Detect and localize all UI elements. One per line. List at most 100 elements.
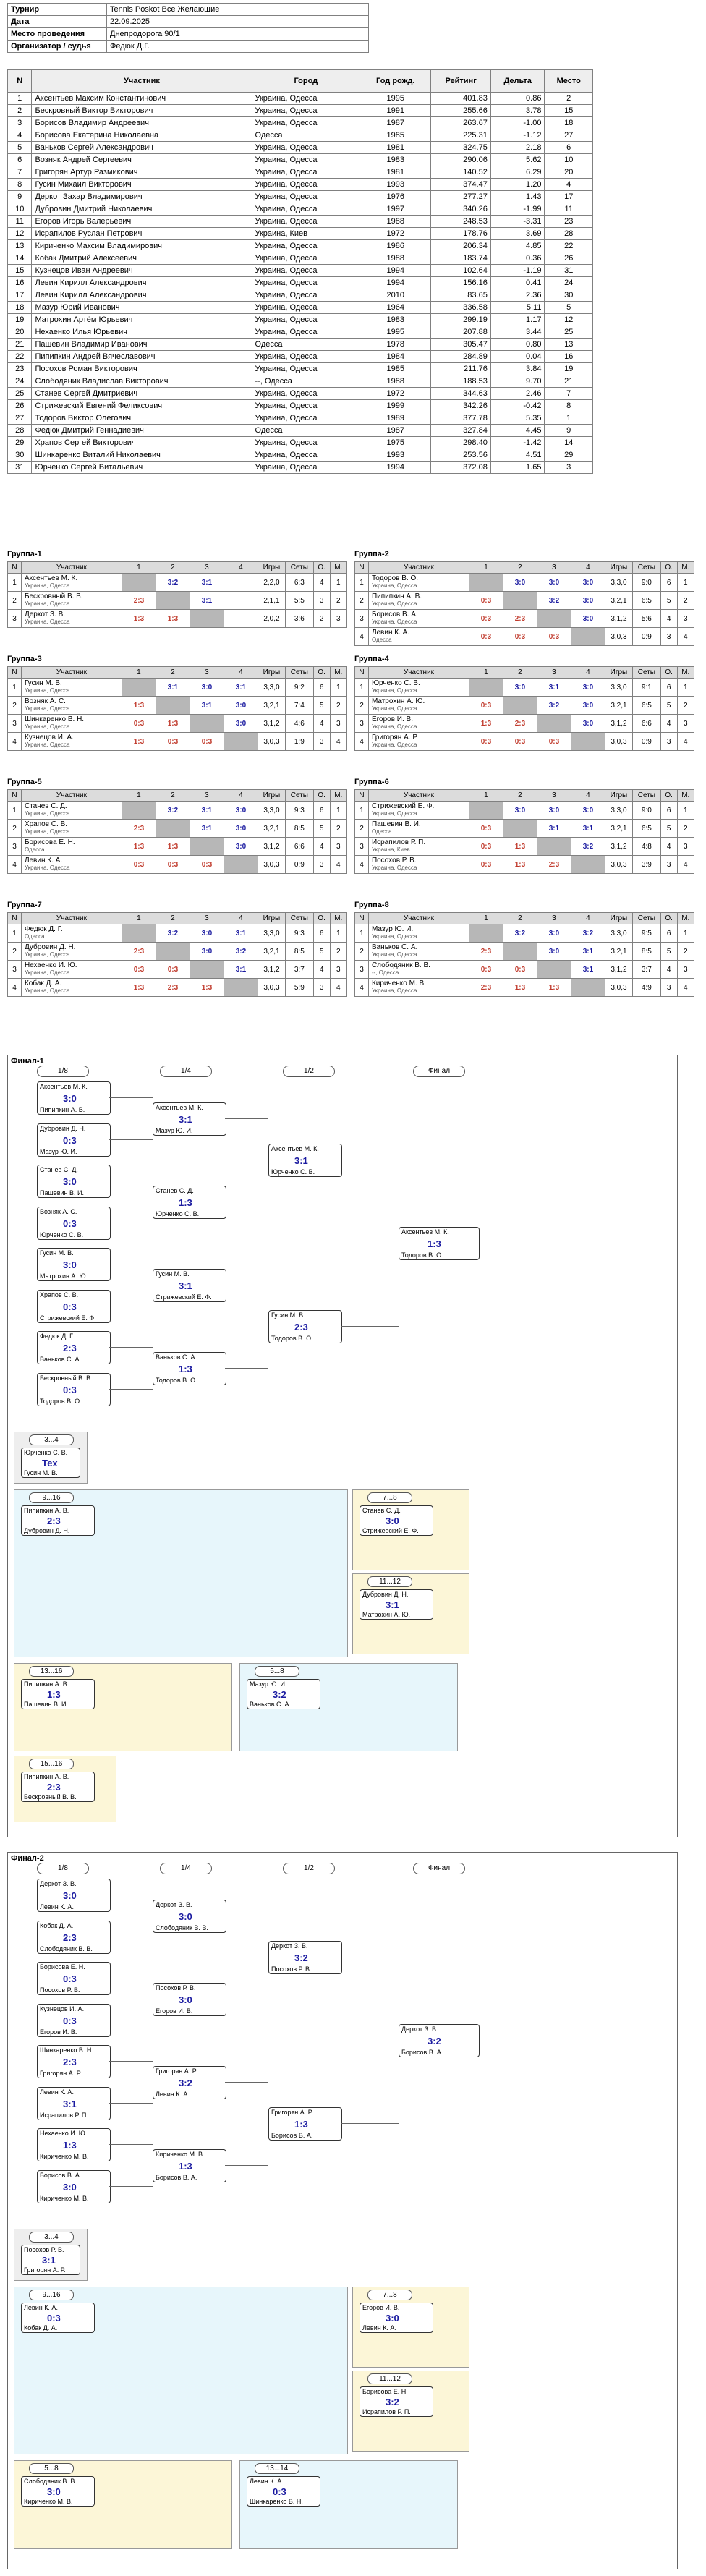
group-cell-n: 3 [7, 837, 22, 856]
group-player: Левин К. А.Одесса [367, 627, 469, 646]
group-place: 1 [676, 801, 695, 820]
match-score: 0:3 [63, 1973, 77, 1984]
match-player-1: Левин К. А. [250, 2478, 284, 2485]
group-score: 1:3 [468, 714, 503, 733]
group-cell-n: 3 [7, 609, 22, 628]
player-cell: 255.66 [430, 104, 491, 117]
players-header-cell: Год рожд. [360, 69, 432, 93]
round-label: 1/4 [160, 1066, 212, 1077]
group-games: 3,2,1 [257, 696, 286, 715]
group-place: 3 [676, 960, 695, 979]
group-score: 0:3 [468, 591, 503, 610]
group-player: Кириченко М. В.Украина, Одесса [367, 978, 469, 997]
player-cell: 377.78 [430, 412, 491, 425]
group-score: 0:3 [468, 696, 503, 715]
match-score: 1:3 [63, 2140, 77, 2151]
placement-match: Слободяник В. В.Кириченко М. В.3:0 [21, 2476, 95, 2507]
group-header-cell: 3 [536, 912, 571, 924]
group-header-cell: Сеты [631, 789, 661, 802]
group-player-name: Мазур Ю. И. [371, 925, 414, 933]
group-score: 1:3 [121, 696, 156, 715]
r16-match: Борисова Е. Н.Посохов Р. В.0:3 [37, 1962, 111, 1995]
match-player-2: Юрченко С. В. [40, 1230, 84, 1238]
match-player-1: Пипипкин А. В. [24, 1507, 69, 1514]
group-score: 3:0 [570, 801, 605, 820]
match-score: Тех [42, 1458, 58, 1468]
player-cell: 1.65 [490, 461, 545, 474]
players-header-cell: Участник [31, 69, 252, 93]
placement-match: Пипипкин А. В.Бескровный В. В.2:3 [21, 1772, 95, 1802]
group-score: 3:1 [536, 819, 571, 838]
player-cell: Украина, Одесса [251, 301, 361, 314]
group-player-name: Пашевин В. И. [371, 820, 421, 828]
match-score: 3:2 [386, 2397, 399, 2407]
group-player-city: Украина, Одесса [371, 933, 417, 940]
group-header-cell: 1 [468, 666, 503, 679]
player-cell: 253.56 [430, 449, 491, 462]
group-header-cell: Участник [20, 666, 122, 679]
player-cell: 6 [544, 141, 593, 154]
player-cell: 19 [7, 313, 33, 326]
group-score: 3:1 [570, 960, 605, 979]
match-player-2: Бескровный В. В. [24, 1793, 77, 1801]
group-score: 3:1 [570, 942, 605, 961]
group-cell-empty [223, 591, 258, 610]
match-score: 3:0 [63, 1890, 77, 1901]
r16-match: Дубровин Д. Н.Мазур Ю. И.0:3 [37, 1123, 111, 1157]
r16-match: Аксентьев М. К.Пипипкин А. В.3:0 [37, 1081, 111, 1115]
group-header-cell: N [7, 912, 22, 924]
player-cell: 1972 [360, 387, 432, 400]
group-score: 0:3 [121, 714, 156, 733]
match-player-2: Ваньков С. А. [40, 1356, 81, 1363]
player-cell: 14 [7, 252, 33, 265]
group-points: 6 [312, 801, 331, 820]
r16-match: Шинкаренко В. Н.Григорян А. Р.2:3 [37, 2045, 111, 2078]
r16-match: Левин К. А.Исрапилов Р. П.3:1 [37, 2086, 111, 2120]
player-cell: 4 [544, 178, 593, 191]
group-games: 3,0,3 [257, 978, 286, 997]
group-player-name: Посохов Р. В. [371, 856, 417, 864]
group-place: 4 [676, 627, 695, 646]
group-player: Ваньков С. А.Украина, Одесса [367, 942, 469, 961]
group-score: 0:3 [536, 732, 571, 751]
player-cell: Украина, Одесса [251, 449, 361, 462]
group-sets: 9:5 [631, 924, 661, 943]
group-header-cell: 3 [536, 666, 571, 679]
group-player-city: --, Одесса [371, 969, 399, 976]
player-cell: 4.45 [490, 424, 545, 437]
group-cell-self [155, 942, 190, 961]
group-cell-self [121, 801, 156, 820]
player-cell: 30 [7, 449, 33, 462]
group-player: Борисова Е. Н.Одесса [20, 837, 122, 856]
group-cell-self [189, 837, 224, 856]
group-player: Егоров И. В.Украина, Одесса [367, 714, 469, 733]
player-cell: 1972 [360, 227, 432, 240]
group-header-cell: 4 [570, 666, 605, 679]
group-score: 2:3 [502, 714, 537, 733]
qf-match: Кириченко М. В.Борисов В. А.1:3 [153, 2148, 226, 2182]
player-cell: 0.36 [490, 252, 545, 265]
group-points: 6 [660, 573, 678, 592]
match-score: 3:0 [179, 1994, 192, 2005]
group-header-cell: М. [329, 561, 348, 574]
match-player-2: Исрапилов Р. П. [40, 2111, 88, 2119]
bracket-line [109, 1097, 153, 1098]
match-player-2: Пашевин В. И. [40, 1189, 84, 1196]
placement-label: 5...8 [29, 2463, 74, 2474]
round-label: 1/8 [37, 1066, 89, 1077]
player-cell: 2 [544, 92, 593, 105]
group-place: 2 [329, 819, 348, 838]
player-cell: 1975 [360, 436, 432, 449]
r16-match: Храпов С. В.Стрижевский Е. Ф.0:3 [37, 1289, 111, 1323]
group-cell-self [502, 696, 537, 715]
group-player: Матрохин А. Ю.Украина, Одесса [367, 696, 469, 715]
group-header-cell: Игры [604, 912, 633, 924]
group-score: 3:2 [570, 837, 605, 856]
match-player-1: Кириченко М. В. [156, 2150, 205, 2158]
group-player: Слободяник В. В.--, Одесса [367, 960, 469, 979]
